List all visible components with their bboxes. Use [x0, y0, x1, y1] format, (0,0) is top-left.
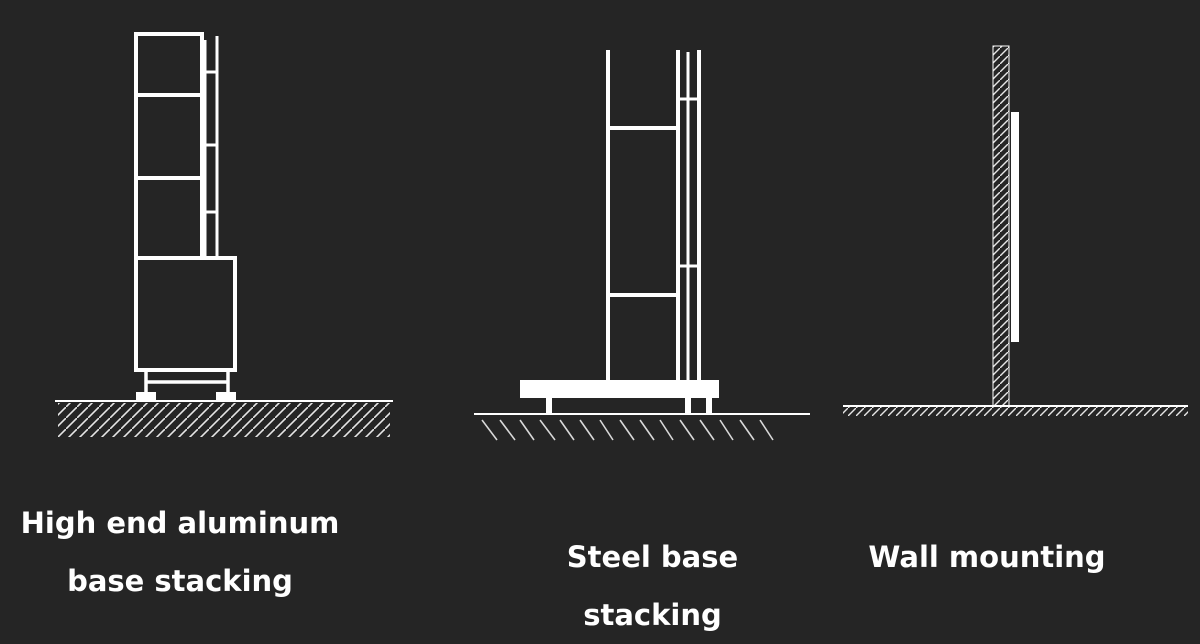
support-legs — [144, 372, 230, 393]
foot-right — [216, 392, 236, 401]
wall-hatching — [992, 45, 1010, 407]
caption-wall-mounting: Wall mounting — [862, 528, 1112, 586]
caption-line: High end aluminum — [20, 506, 340, 540]
floor-hatching — [843, 406, 1188, 416]
steel-base-plate — [520, 380, 719, 398]
side-rail — [203, 36, 219, 256]
steel-stacking-diagram — [474, 50, 810, 441]
caption-line: Steel base stacking — [566, 540, 739, 632]
leg-right — [706, 398, 712, 414]
diagram-canvas — [55, 32, 1188, 441]
ground-hatching — [58, 403, 390, 437]
mounted-screen-panel — [1011, 112, 1019, 342]
cabinet-upper-mid — [134, 93, 204, 180]
leg-mid — [685, 398, 691, 414]
caption-steel-stacking: Steel base stacking — [495, 528, 810, 644]
aluminum-stacking-diagram — [55, 32, 393, 437]
caption-line: base stacking — [67, 564, 293, 598]
leg-left — [546, 398, 552, 414]
cabinet-lower-mid — [134, 176, 204, 260]
wall-mounting-diagram — [843, 45, 1188, 416]
foot-left — [136, 392, 156, 401]
cabinet-base-box — [134, 256, 237, 372]
ground-hatching — [481, 419, 774, 441]
caption-aluminum-stacking: High end aluminum base stacking — [20, 494, 340, 610]
caption-line: Wall mounting — [868, 540, 1106, 574]
cabinet-top — [134, 32, 204, 97]
